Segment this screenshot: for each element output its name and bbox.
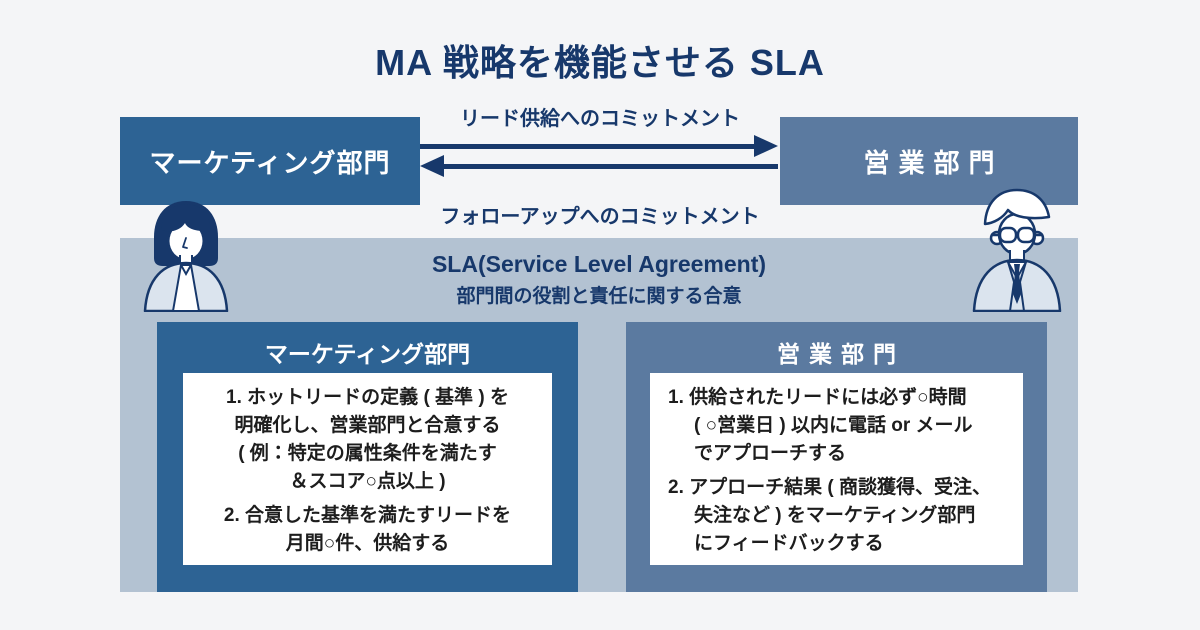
content-line: ＆スコア○点以上 ) — [289, 471, 446, 492]
sla-sales-panel-header: 営業部門 — [777, 341, 905, 367]
content-line: にフィードバックする — [694, 533, 884, 554]
content-line: 明確化し、営業部門と合意する — [234, 415, 501, 436]
sla-title-en: SLA(Service Level Agreement) — [431, 251, 767, 277]
sla-marketing-card: 1. ホットリードの定義 ( 基準 ) を 明確化し、営業部門と合意する ( 例… — [183, 373, 552, 565]
sla-sales-panel: 営業部門 1. 供給されたリードには必ず○時間 ( ○営業日 ) 以内に電話 o… — [626, 322, 1047, 592]
content-line: 失注など ) をマーケティング部門 — [694, 505, 976, 526]
content-line: ( 例：特定の属性条件を満たす — [238, 443, 497, 464]
sla-marketing-panel: マーケティング部門 1. ホットリードの定義 ( 基準 ) を 明確化し、営業部… — [157, 322, 578, 592]
page-title: MA 戦略を機能させる SLA — [375, 42, 825, 83]
list-item: 2. 合意した基準を満たすリードを 月間○件、供給する — [183, 502, 552, 558]
list-item: 2. アプローチ結果 ( 商談獲得、受注、 失注など ) をマーケティング部門 … — [650, 474, 1023, 558]
sla-title-ja: 部門間の役割と責任に関する合意 — [456, 286, 742, 307]
content-line: 1. 供給されたリードには必ず○時間 — [668, 387, 967, 408]
list-item: 1. 供給されたリードには必ず○時間 ( ○営業日 ) 以内に電話 or メール… — [650, 384, 1023, 468]
content-line: でアプローチする — [694, 443, 847, 464]
marketing-dept-box: マーケティング部門 — [120, 117, 420, 205]
followup-arrow-icon — [420, 155, 778, 177]
woman-avatar-icon — [134, 196, 238, 317]
followup-arrow-label: フォローアップへのコミットメント — [440, 206, 760, 228]
sales-dept-label: 営業部門 — [863, 147, 1004, 178]
content-line: 2. 合意した基準を満たすリードを — [223, 505, 512, 526]
content-line: 2. アプローチ結果 ( 商談獲得、受注、 — [668, 477, 992, 498]
sla-marketing-panel-header: マーケティング部門 — [264, 341, 471, 367]
list-item: 1. ホットリードの定義 ( 基準 ) を 明確化し、営業部門と合意する ( 例… — [183, 384, 552, 496]
sla-sales-card: 1. 供給されたリードには必ず○時間 ( ○営業日 ) 以内に電話 or メール… — [650, 373, 1023, 565]
content-line: ( ○営業日 ) 以内に電話 or メール — [694, 415, 973, 436]
sales-dept-box: 営業部門 — [780, 117, 1078, 205]
lead-supply-arrow-label: リード供給へのコミットメント — [460, 108, 740, 130]
content-line: 月間○件、供給する — [285, 533, 450, 554]
arrow-head-left-icon — [420, 155, 444, 177]
arrow-shaft — [420, 144, 758, 149]
man-avatar-icon — [956, 186, 1078, 317]
lead-supply-arrow-icon — [420, 135, 778, 157]
arrow-head-right-icon — [754, 135, 778, 157]
sla-section: SLA(Service Level Agreement) 部門間の役割と責任に関… — [120, 238, 1078, 592]
content-line: 1. ホットリードの定義 ( 基準 ) を — [226, 387, 509, 408]
arrow-shaft — [440, 164, 778, 169]
marketing-dept-label: マーケティング部門 — [149, 147, 391, 178]
